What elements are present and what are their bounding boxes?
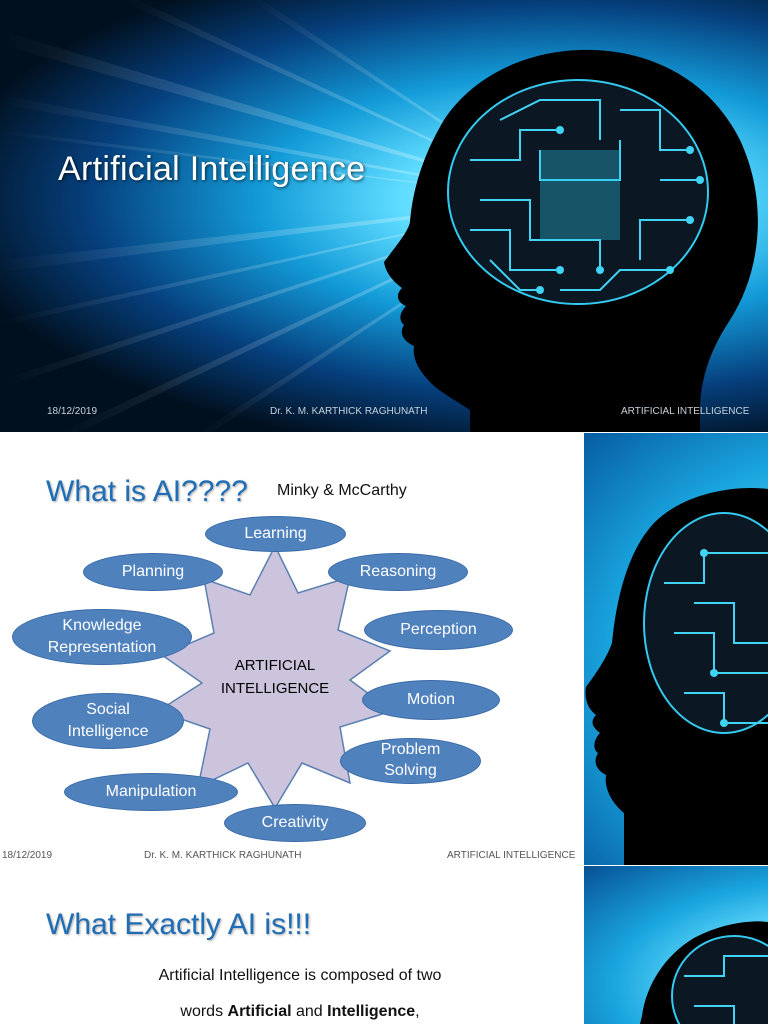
central-label-line1: ARTIFICIAL <box>234 657 316 674</box>
footer-date: 18/12/2019 <box>47 406 98 417</box>
body-line-2-post: , <box>415 1003 420 1020</box>
slide-title: What Exactly AI is!!! <box>46 908 312 941</box>
node-planning: Planning <box>83 553 223 591</box>
node-motion: Motion <box>362 680 500 720</box>
node-manipulation: Manipulation <box>64 773 238 811</box>
body-line-2-pre: words <box>180 1003 228 1020</box>
node-social-line1: Social <box>86 701 130 719</box>
footer-topic: ARTIFICIAL INTELLIGENCE <box>447 850 576 861</box>
body-line-2-mid: and <box>291 1003 328 1020</box>
node-social-line2: Intelligence <box>67 723 149 740</box>
node-knowledge-line2: Representation <box>47 639 157 656</box>
footer-date: 18/12/2019 <box>2 850 53 861</box>
footer-topic: ARTIFICIAL INTELLIGENCE <box>621 406 750 417</box>
head-silhouette-icon <box>384 49 758 432</box>
head-silhouette-icon <box>640 921 768 1024</box>
node-creativity: Creativity <box>224 804 366 842</box>
node-knowledge-representation: Knowledge Representation <box>12 609 192 665</box>
slide-2: What is AI???? Minky & McCarthy ARTIFICI… <box>0 433 768 865</box>
head-photo <box>584 866 768 1024</box>
body-line-2-bold-2: Intelligence <box>327 1003 416 1020</box>
central-label: ARTIFICIAL INTELLIGENCE <box>200 655 350 700</box>
node-perception: Perception <box>364 610 513 650</box>
node-problem-solving: Problem Solving <box>340 738 481 784</box>
footer-author: Dr. K. M. KARTHICK RAGHUNATH <box>270 406 428 417</box>
node-learning: Learning <box>205 516 346 552</box>
slide-title: Artificial Intelligence <box>58 150 366 188</box>
node-knowledge-line1: Knowledge <box>62 617 142 635</box>
body-line-1: Artificial Intelligence is composed of t… <box>158 967 442 984</box>
footer-author: Dr. K. M. KARTHICK RAGHUNATH <box>144 850 302 861</box>
body-line-2: words Artificial and Intelligence, <box>0 1003 600 1021</box>
node-problem-line2: Solving <box>384 762 437 779</box>
credit-text: Minky & McCarthy <box>277 482 407 499</box>
node-social-intelligence: Social Intelligence <box>32 693 184 749</box>
head-silhouette-icon <box>585 488 768 865</box>
node-reasoning: Reasoning <box>328 553 468 591</box>
slide-1: Artificial Intelligence 18/12/2019 Dr. K… <box>0 0 768 432</box>
slide-title: What is AI???? <box>46 475 248 508</box>
slide-3: What Exactly AI is!!! Artificial Intelli… <box>0 866 768 1024</box>
head-photo <box>584 433 768 865</box>
central-label-line2: INTELLIGENCE <box>220 679 330 697</box>
node-problem-line1: Problem <box>380 741 441 759</box>
body-line-2-bold-1: Artificial <box>227 1003 292 1020</box>
